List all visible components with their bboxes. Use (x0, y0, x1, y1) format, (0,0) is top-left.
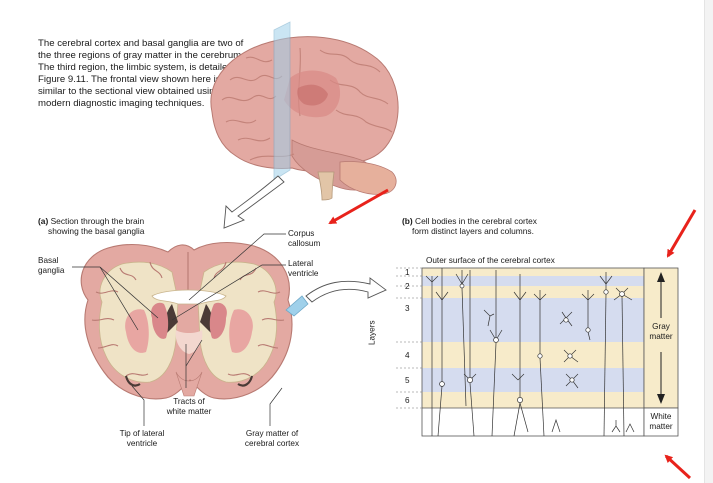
label-tip-lateral-line2: ventricle (126, 438, 158, 448)
layer-number-4: 4 (405, 351, 410, 360)
label-tracts-line2: white matter (166, 406, 212, 416)
label-gray-matter-line2: cerebral cortex (244, 438, 300, 448)
label-gray-matter-b: Gray matter (645, 322, 677, 341)
label-white-matter-b: White matter (645, 412, 677, 431)
label-white-matter-b-line1: White (650, 412, 672, 421)
panel-b-caption: (b) Cell bodies in the cerebral cortex f… (402, 216, 537, 236)
outer-surface-label: Outer surface of the cerebral cortex (426, 256, 555, 265)
panel-a-caption-line1: Section through the brain (48, 216, 145, 226)
label-basal-ganglia-line1: Basal (38, 256, 59, 265)
scrollbar-track[interactable] (704, 0, 713, 483)
label-corpus-callosum-line1: Corpus (288, 229, 315, 238)
label-corpus-callosum-line2: callosum (288, 238, 321, 248)
label-lateral-ventricle-line2: ventricle (288, 268, 319, 278)
curved-arrow-to-layers (305, 277, 387, 303)
annotation-arrow-3 (664, 454, 692, 480)
label-gray-matter-b-line1: Gray (652, 322, 670, 331)
panel-a-letter: (a) (38, 216, 49, 226)
layer-number-2: 2 (405, 282, 410, 291)
panel-b-letter: (b) (402, 216, 413, 226)
label-basal-ganglia: Basal ganglia (38, 256, 64, 275)
lateral-brain-illustration (210, 21, 399, 201)
layer-number-5: 5 (405, 376, 410, 385)
intro-paragraph: The cerebral cortex and basal ganglia ar… (38, 38, 244, 109)
label-tracts-line1: Tracts of (173, 397, 205, 406)
leader-lines-a (72, 233, 286, 426)
panel-b-caption-line2: form distinct layers and columns. (412, 226, 534, 236)
layer-number-6: 6 (405, 396, 410, 405)
label-gray-matter-line1: Gray matter of (245, 429, 299, 438)
cortex-layers-diagram (396, 267, 679, 437)
label-basal-ganglia-line2: ganglia (38, 265, 65, 275)
label-gray-matter-cortex: Gray matter of cerebral cortex (232, 429, 312, 448)
layers-axis-label: Layers (367, 320, 377, 346)
label-tip-lateral-ventricle: Tip of lateral ventricle (104, 429, 180, 448)
layer-number-3: 3 (405, 304, 410, 313)
hollow-arrow-to-section (223, 175, 285, 229)
annotation-arrow-1 (328, 188, 389, 225)
label-lateral-ventricle: Lateral ventricle (288, 259, 319, 278)
label-white-matter-b-line2: matter (649, 421, 673, 431)
section-plane (273, 21, 291, 181)
cortex-sample-piece (285, 295, 309, 317)
label-tip-lateral-line1: Tip of lateral (119, 429, 165, 438)
label-lateral-ventricle-line1: Lateral (288, 259, 314, 268)
label-corpus-callosum: Corpus callosum (288, 229, 320, 248)
neurons (425, 268, 635, 437)
label-gray-matter-b-line2: matter (649, 331, 673, 341)
annotation-arrow-2 (666, 209, 697, 258)
layer-number-1: 1 (405, 268, 410, 277)
panel-a-caption-line2: showing the basal ganglia (48, 226, 145, 236)
panel-b-caption-line1: Cell bodies in the cerebral cortex (412, 216, 537, 226)
panel-a-caption: (a) Section through the brain showing th… (38, 216, 144, 236)
label-tracts-white-matter: Tracts of white matter (156, 397, 222, 416)
